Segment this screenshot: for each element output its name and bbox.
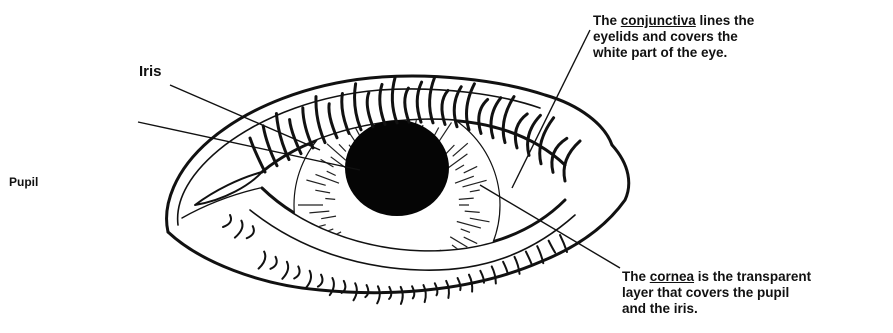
lower-eyelash xyxy=(270,257,276,269)
lower-eyelash xyxy=(446,281,449,298)
iris-fiber xyxy=(362,268,370,286)
lower-eyelash xyxy=(492,266,496,283)
iris-fiber xyxy=(378,277,380,287)
conjunctiva-label-line2: eyelids and covers the xyxy=(593,29,754,45)
lower-eyelash xyxy=(377,286,380,303)
iris-fiber xyxy=(393,267,394,287)
iris-fiber xyxy=(406,272,407,282)
conjunctiva-label-line3: white part of the eye. xyxy=(593,45,754,61)
pupil-label: Pupil xyxy=(9,174,38,190)
conjunctiva-line1-rest: lines the xyxy=(696,13,755,28)
lower-eyelash xyxy=(365,285,368,297)
lower-eyelash xyxy=(458,278,461,290)
upper-eyelash xyxy=(392,77,397,123)
inner-corner xyxy=(195,172,262,205)
lower-eyelash xyxy=(247,226,254,238)
lower-eyelash xyxy=(549,241,556,253)
cornea-label: The cornea is the transparent layer that… xyxy=(622,269,811,317)
upper-eyelash xyxy=(417,82,421,122)
upper-eyelash xyxy=(405,88,409,122)
cornea-label-line3: and the iris. xyxy=(622,301,811,317)
conjunctiva-label-line1: The conjunctiva lines the xyxy=(593,13,754,29)
lower-eyelash xyxy=(526,252,532,264)
iris-fiber xyxy=(453,254,461,261)
upper-eyelash xyxy=(564,141,580,181)
cornea-label-line1: The cornea is the transparent xyxy=(622,269,811,285)
iris-fiber xyxy=(426,260,431,269)
iris-label: Iris xyxy=(139,64,162,80)
pupil-shape xyxy=(345,120,449,216)
upper-eyelash xyxy=(355,84,361,130)
iris-fiber xyxy=(310,229,333,238)
upper-eyelash xyxy=(342,93,349,133)
iris-fiber xyxy=(439,258,452,274)
lower-eyelash xyxy=(294,266,299,278)
cornea-lead: The xyxy=(622,269,650,284)
lower-eyelash xyxy=(560,235,567,252)
iris-fiber xyxy=(334,245,342,251)
lower-eyelash xyxy=(318,275,323,287)
upper-eyelash xyxy=(250,138,265,172)
lower-eyelash xyxy=(401,287,403,304)
lower-eyelash xyxy=(223,215,231,227)
iris-fiber xyxy=(332,259,346,273)
upper-eyelash xyxy=(491,98,501,138)
iris-fiber xyxy=(440,250,450,261)
cornea-term: cornea xyxy=(650,269,694,284)
lower-eyelash xyxy=(259,252,266,269)
inner-corner-line xyxy=(182,188,260,218)
upper-eyelash xyxy=(515,114,527,148)
upper-eyelash xyxy=(430,77,435,123)
lower-eyelash xyxy=(306,271,311,288)
upper-eyelash xyxy=(316,97,325,143)
lower-eyelash xyxy=(503,262,508,274)
lower-eyelash xyxy=(282,262,288,279)
upper-eyelash xyxy=(303,108,313,148)
cornea-label-line2: layer that covers the pupil xyxy=(622,285,811,301)
upper-eyelash xyxy=(367,93,373,127)
cornea-line1-rest: is the transparent xyxy=(694,269,811,284)
iris-fiber xyxy=(357,257,363,265)
iris-fiber xyxy=(321,243,334,251)
conjunctiva-lead: The xyxy=(593,13,621,28)
upper-eyelash xyxy=(329,104,337,138)
lower-eyelash xyxy=(423,285,425,302)
upper-eyelash xyxy=(479,99,488,133)
upper-eyelash xyxy=(503,97,514,143)
conjunctiva-term: conjunctiva xyxy=(621,13,696,28)
lower-eyelash xyxy=(235,221,243,238)
conjunctiva-label: The conjunctiva lines the eyelids and co… xyxy=(593,13,754,61)
upper-eyelash xyxy=(263,126,277,166)
